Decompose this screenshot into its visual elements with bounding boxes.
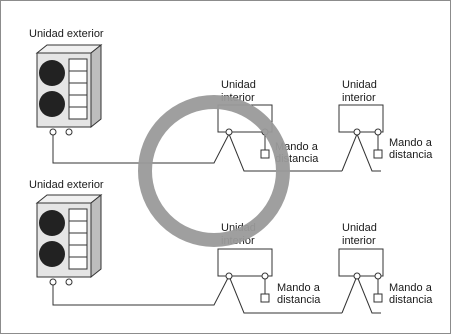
remote-control-icon — [373, 149, 383, 159]
terminal-icon — [49, 128, 57, 136]
remote-label: Mando a — [389, 282, 433, 294]
remote-label: distancia — [389, 294, 433, 306]
outdoor-unit-label: Unidad exterior — [29, 28, 104, 40]
remote-control-icon — [260, 293, 270, 303]
fan-grille-icon — [39, 91, 65, 117]
remote-control-icon — [260, 149, 270, 159]
terminal-icon — [65, 128, 73, 136]
indoor-unit-box — [338, 104, 384, 133]
terminal-icon — [261, 272, 269, 280]
indoor-unit-box — [338, 248, 384, 277]
terminal-icon — [65, 278, 73, 286]
group-bottom: Unidad exterior Unidad interior Mando a … — [29, 179, 433, 314]
indoor-unit-label: Unidad — [342, 222, 377, 234]
remote-label: distancia — [277, 294, 321, 306]
ok-ring-icon — [138, 95, 290, 247]
fan-grille-icon — [39, 210, 65, 236]
indoor-unit-label: interior — [342, 92, 376, 104]
terminal-icon — [353, 128, 361, 136]
indoor-unit-label: interior — [342, 235, 376, 247]
fan-grille-icon — [39, 60, 65, 86]
remote-label: Mando a — [277, 282, 321, 294]
terminal-icon — [225, 272, 233, 280]
terminal-icon — [49, 278, 57, 286]
terminal-icon — [353, 272, 361, 280]
indoor-unit-box — [217, 248, 273, 277]
terminal-icon — [225, 128, 233, 136]
outdoor-unit — [35, 43, 103, 136]
terminal-icon — [374, 272, 382, 280]
indoor-unit-label: Unidad — [221, 79, 256, 91]
remote-control-icon — [373, 293, 383, 303]
fan-grille-icon — [39, 241, 65, 267]
terminal-icon — [374, 128, 382, 136]
outdoor-unit-label: Unidad exterior — [29, 179, 104, 191]
outdoor-unit — [35, 193, 103, 286]
remote-label: Mando a — [389, 137, 433, 149]
group-top: Unidad exterior Unidad interior Mando a — [29, 28, 433, 172]
remote-label: distancia — [389, 149, 433, 161]
indoor-unit-label: Unidad — [342, 79, 377, 91]
